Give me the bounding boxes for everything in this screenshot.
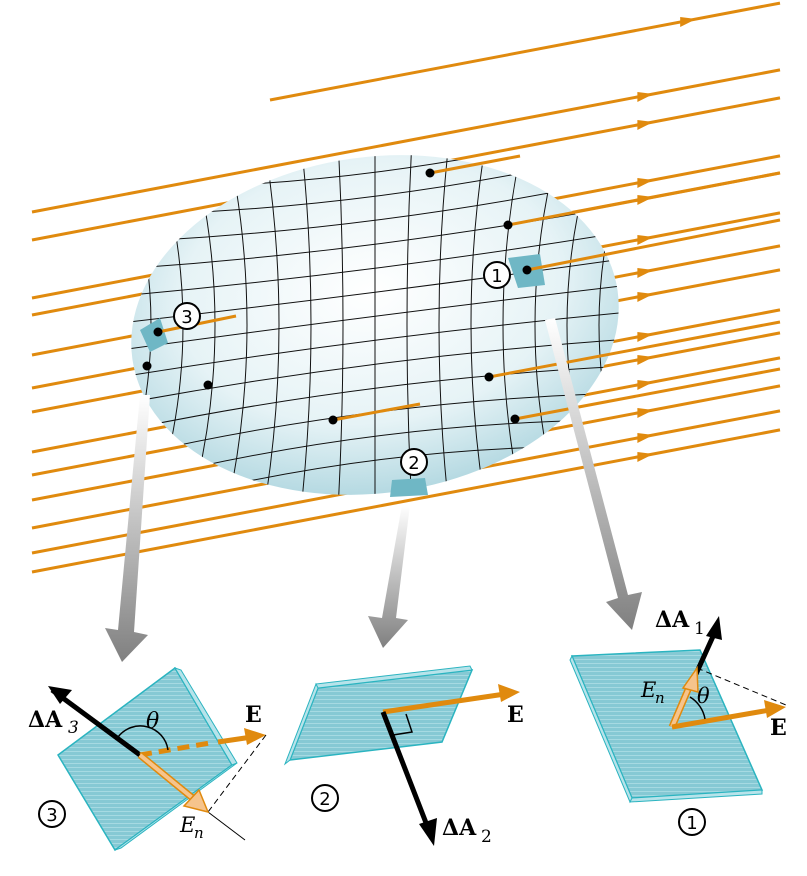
surface-points	[142, 168, 532, 425]
surface-point	[142, 361, 152, 371]
patch-label-2: 2	[400, 448, 428, 476]
theta-label-3: θ	[146, 709, 159, 734]
patch-number-1: 1	[491, 266, 502, 287]
plate-edge-2	[283, 665, 473, 766]
panel-number-1-circle	[678, 808, 706, 836]
field-line-segment	[526, 218, 781, 272]
field-label-1: E	[770, 715, 787, 741]
field-label-3: E	[245, 702, 262, 728]
field-arrowhead	[637, 432, 654, 443]
pointer-arrow-3	[105, 395, 150, 662]
panel-1: θ E n ΔA 1 E 1	[569, 607, 787, 836]
patch-number-3: 3	[181, 307, 192, 328]
field-line-segment	[507, 171, 781, 227]
normal-line-3	[207, 811, 246, 841]
field-vector-3-hidden	[139, 740, 211, 758]
field-arrowhead	[637, 407, 654, 418]
patch-label-1: 1	[483, 261, 511, 289]
field-arrowhead	[637, 379, 654, 390]
field-arrowhead	[637, 291, 654, 302]
theta-arc-1	[689, 696, 706, 720]
normal-component-1-head	[681, 665, 699, 693]
patch-2	[390, 478, 428, 497]
surface-point	[510, 414, 520, 424]
field-line-segment	[332, 402, 421, 422]
pointer-arrow-2	[368, 505, 410, 648]
field-arrowhead	[680, 17, 697, 28]
theta-label-1: θ	[697, 684, 710, 708]
field-arrowhead	[637, 451, 654, 462]
field-line-segment	[429, 154, 521, 175]
field-label-2: E	[507, 702, 524, 728]
area-vector-3	[50, 687, 142, 758]
field-arrowhead	[637, 234, 654, 245]
field-vector-1-head	[764, 700, 786, 718]
patch-number-2: 2	[408, 453, 419, 474]
area-vector-2	[380, 711, 431, 829]
field-arrowhead	[637, 119, 654, 130]
area-label-3: ΔA	[28, 707, 63, 733]
zoom-pointers	[105, 318, 642, 662]
plate-edge-3	[114, 667, 238, 851]
panel-2: E ΔA 2 2	[283, 665, 524, 847]
panel-number-3-circle	[38, 800, 66, 828]
field-vector-3-head	[244, 728, 266, 745]
patch-3	[140, 318, 168, 352]
area-subscript-3: 3	[68, 718, 79, 738]
normal-component-3-head	[182, 788, 210, 814]
panel-number-1: 1	[686, 813, 697, 834]
field-vector-2	[382, 691, 506, 715]
area-label-2: ΔA	[442, 815, 477, 841]
field-arrowhead	[637, 177, 654, 188]
emerging-field-lines	[157, 154, 781, 422]
field-line	[31, 428, 781, 574]
panel-3: θ ΔA 3 E E n 3	[28, 666, 267, 852]
surface-point	[522, 265, 532, 275]
field-vector-1	[671, 707, 771, 730]
surface-point	[503, 220, 513, 230]
field-line-segment	[514, 367, 781, 421]
area-vector-2-head	[419, 818, 437, 846]
area-vector-1-head	[706, 616, 722, 640]
surface-point	[425, 168, 435, 178]
surface-point	[328, 415, 338, 425]
area-label-1: ΔA	[655, 607, 690, 633]
right-angle-mark-2	[392, 713, 413, 736]
en-subscript-3: n	[194, 824, 204, 842]
field-arrowhead	[637, 91, 654, 102]
field-arrowhead	[637, 267, 654, 278]
area-subscript-1: 1	[694, 619, 705, 639]
en-subscript-1: n	[655, 689, 665, 707]
patch-label-3: 3	[173, 302, 201, 330]
projection-line-3	[207, 734, 267, 813]
field-arrowhead	[637, 354, 654, 365]
surface-point	[203, 380, 213, 390]
surface-point	[484, 372, 494, 382]
field-vector-2-head	[498, 684, 520, 702]
projection-line-1	[696, 667, 787, 706]
pointer-arrow-1	[545, 318, 642, 630]
theta-arc-3	[117, 725, 169, 751]
field-arrowhead	[637, 331, 654, 342]
area-subscript-2: 2	[481, 827, 492, 847]
en-label-3: E	[179, 813, 195, 837]
panel-number-3: 3	[46, 805, 57, 826]
en-label-1: E	[640, 678, 656, 702]
panel-number-2: 2	[319, 789, 330, 810]
area-vector-3-head	[48, 686, 72, 704]
surface-point	[153, 327, 163, 337]
patch-labels: 1 2 3	[173, 261, 511, 476]
field-line	[31, 68, 781, 214]
panel-number-2-circle	[311, 784, 339, 812]
plate-edge-1	[569, 654, 763, 804]
field-line-segment	[488, 320, 781, 379]
